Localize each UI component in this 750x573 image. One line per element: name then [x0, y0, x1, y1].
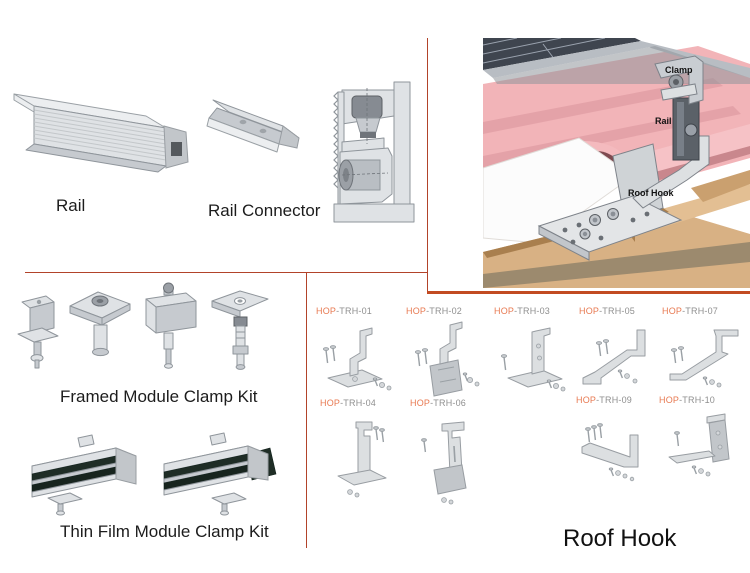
- roof-hook-item-label: HOP-TRH-06: [410, 398, 467, 408]
- roof-hook-title: Roof Hook: [563, 525, 677, 552]
- roof-hook-item-label: HOP-TRH-09: [576, 395, 633, 405]
- roof-hook-image: [421, 421, 467, 505]
- roof-hook-item: HOP-TRH-05: [575, 306, 663, 404]
- roof-hook-item-label: HOP-TRH-07: [662, 306, 719, 316]
- rail-connector-image: [203, 82, 315, 174]
- roof-hook-item: HOP-TRH-06: [406, 398, 494, 510]
- roof-hook-image: [322, 327, 392, 391]
- rail-label: Rail: [56, 196, 86, 215]
- rail-image: [8, 68, 193, 186]
- roof-hook-item-label: HOP-TRH-02: [406, 306, 463, 316]
- rail-connector-label: Rail Connector: [208, 201, 321, 220]
- divider-horizontal-right: [427, 291, 750, 294]
- roof-hook-item: HOP-TRH-01: [312, 306, 400, 404]
- roof-hook-image: [668, 413, 730, 477]
- roof-hook-item: HOP-TRH-10: [655, 395, 743, 507]
- framed-clamp-image-2: [66, 284, 134, 376]
- roof-hook-image: [337, 421, 387, 498]
- diagram-roof-hook-label: Roof Hook: [628, 188, 674, 198]
- roof-hook-item-label: HOP-TRH-03: [494, 306, 551, 316]
- framed-clamp-image-1: [12, 288, 64, 380]
- divider-horizontal-left: [25, 272, 428, 273]
- roof-hook-image: [414, 321, 480, 397]
- thin-film-clamp-image-2: [158, 428, 290, 524]
- roof-hook-image: [581, 423, 639, 482]
- framed-clamp-image-4: [208, 283, 270, 383]
- roof-hook-item: HOP-TRH-03: [490, 306, 578, 404]
- roof-hook-item: HOP-TRH-07: [658, 306, 746, 404]
- roof-hook-image: [582, 329, 646, 385]
- roof-installation-image: Clamp Rail Roof Hook: [483, 38, 750, 288]
- thin-film-clamp-kit-label: Thin Film Module Clamp Kit: [60, 522, 269, 541]
- thin-film-clamp-image-1: [22, 432, 154, 524]
- diagram-rail-label: Rail: [655, 116, 672, 126]
- roof-hook-item: HOP-TRH-04: [316, 398, 404, 510]
- roof-hook-item-label: HOP-TRH-01: [316, 306, 373, 316]
- framed-clamp-kit-label: Framed Module Clamp Kit: [60, 387, 258, 406]
- divider-vertical-bottom: [306, 273, 307, 548]
- framed-clamp-image-3: [138, 281, 200, 381]
- roof-hook-item-label: HOP-TRH-05: [579, 306, 636, 316]
- roof-hook-item: HOP-TRH-09: [572, 395, 660, 507]
- roof-hook-image: [500, 327, 566, 392]
- divider-vertical-top: [427, 38, 428, 292]
- rail-cross-section-image: [322, 52, 430, 238]
- roof-hook-item-label: HOP-TRH-04: [320, 398, 377, 408]
- roof-hook-item: HOP-TRH-02: [402, 306, 490, 404]
- roof-hook-image: [669, 329, 739, 388]
- roof-hook-item-label: HOP-TRH-10: [659, 395, 716, 405]
- diagram-clamp-label: Clamp: [665, 65, 693, 75]
